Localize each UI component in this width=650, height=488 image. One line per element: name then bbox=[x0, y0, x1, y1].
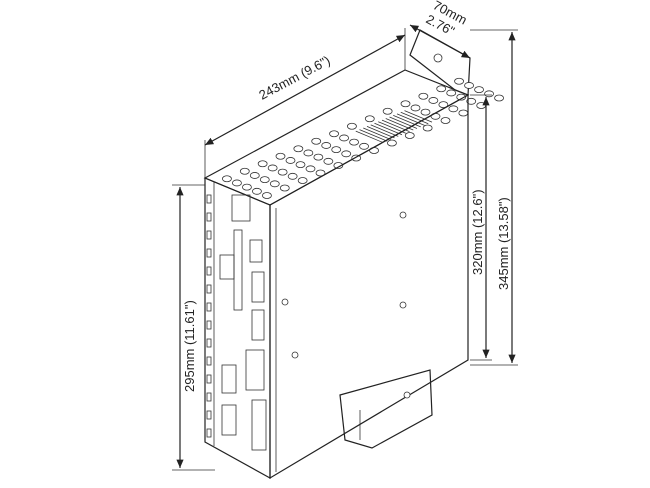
side-slot bbox=[206, 302, 212, 312]
vent-hole bbox=[232, 179, 242, 187]
side-slot bbox=[206, 356, 212, 366]
vent-hole bbox=[400, 100, 411, 108]
vent-hole bbox=[422, 124, 433, 132]
vent-hole bbox=[339, 134, 349, 142]
side-height-label: 295mm (11.61") bbox=[182, 300, 197, 392]
side-slot bbox=[206, 284, 212, 294]
vent-hole bbox=[293, 145, 304, 153]
vent-hole bbox=[347, 122, 357, 130]
vent-hole bbox=[239, 167, 250, 175]
side-slot bbox=[206, 194, 212, 204]
side-slot bbox=[206, 392, 212, 402]
vent-hole bbox=[277, 168, 288, 176]
vent-hole bbox=[279, 184, 290, 192]
vent-hole bbox=[484, 90, 494, 98]
vent-hole bbox=[438, 101, 449, 109]
vent-hole bbox=[262, 192, 272, 199]
side-slot bbox=[206, 374, 212, 384]
vent-hole bbox=[267, 164, 278, 172]
vent-hole bbox=[440, 117, 451, 124]
total-height-label: 345mm (13.58") bbox=[496, 197, 511, 290]
rear-mounting-bracket bbox=[409, 29, 471, 96]
vent-hole bbox=[305, 165, 316, 173]
side-slot bbox=[206, 410, 212, 420]
vent-hole bbox=[349, 138, 359, 146]
vent-slot bbox=[393, 115, 421, 128]
vent-hole bbox=[474, 86, 484, 94]
vent-hole bbox=[297, 177, 308, 184]
vent-slot bbox=[396, 113, 425, 126]
vent-hole bbox=[436, 85, 447, 93]
side-slot bbox=[206, 338, 212, 348]
side-slot bbox=[206, 428, 212, 438]
top-vent-face bbox=[203, 69, 504, 206]
side-slot bbox=[206, 230, 212, 240]
vent-hole bbox=[458, 109, 469, 117]
vent-hole bbox=[331, 146, 342, 154]
vent-hole bbox=[249, 172, 260, 179]
panel-height-dimension: 320mm (12.6") bbox=[470, 94, 492, 361]
vent-hole bbox=[410, 104, 421, 112]
total-height-dimension: 345mm (13.58") bbox=[470, 29, 518, 366]
vent-hole bbox=[295, 161, 306, 169]
vent-slot bbox=[363, 127, 391, 140]
vent-hole bbox=[285, 157, 296, 164]
side-slot bbox=[206, 266, 212, 276]
vent-hole bbox=[222, 175, 232, 183]
vent-hole bbox=[448, 105, 459, 113]
vent-hole bbox=[257, 160, 268, 168]
vent-hole bbox=[313, 153, 324, 161]
vent-hole bbox=[464, 82, 474, 89]
vent-hole bbox=[382, 107, 393, 115]
vent-slot bbox=[400, 111, 429, 125]
vent-hole bbox=[420, 108, 431, 116]
vent-hole bbox=[341, 150, 352, 158]
vent-hole bbox=[269, 180, 280, 188]
vent-hole bbox=[359, 142, 369, 150]
vent-hole bbox=[242, 183, 252, 191]
panel-height-label: 320mm (12.6") bbox=[470, 189, 485, 275]
vent-hole bbox=[456, 93, 467, 101]
vent-hole bbox=[275, 152, 286, 160]
side-height-dimension: 295mm (11.61") bbox=[172, 184, 215, 471]
vent-slot bbox=[359, 129, 388, 142]
vent-slot bbox=[374, 122, 403, 136]
side-slot bbox=[206, 212, 212, 222]
vent-hole bbox=[404, 132, 415, 139]
vent-hole bbox=[303, 149, 314, 157]
vent-slot bbox=[366, 126, 395, 139]
side-slot bbox=[206, 248, 212, 258]
vent-hole bbox=[329, 130, 339, 138]
vent-hole bbox=[454, 77, 464, 85]
vent-slot bbox=[370, 124, 399, 137]
vent-hole bbox=[466, 97, 477, 105]
vent-slot bbox=[389, 116, 418, 129]
vent-hole bbox=[323, 157, 334, 165]
vent-hole bbox=[287, 172, 298, 180]
vent-hole bbox=[259, 176, 270, 184]
vent-hole bbox=[428, 97, 439, 104]
vent-hole bbox=[387, 139, 397, 147]
vent-hole bbox=[315, 169, 326, 177]
vent-hole bbox=[476, 102, 487, 109]
vent-hole bbox=[321, 142, 332, 149]
vent-hole bbox=[364, 115, 375, 123]
vent-hole bbox=[494, 94, 504, 102]
vent-hole bbox=[446, 89, 457, 97]
vent-slot bbox=[404, 110, 433, 123]
vent-hole bbox=[311, 137, 322, 145]
front-panel-face bbox=[269, 93, 469, 480]
vent-slot bbox=[355, 130, 384, 144]
depth-dimension: 70mm 2.76" bbox=[409, 0, 471, 59]
vent-hole bbox=[418, 92, 429, 100]
side-slot bbox=[206, 320, 212, 330]
connector-side-panel bbox=[204, 177, 271, 480]
vent-hole bbox=[333, 162, 344, 169]
vent-hole bbox=[252, 187, 262, 195]
